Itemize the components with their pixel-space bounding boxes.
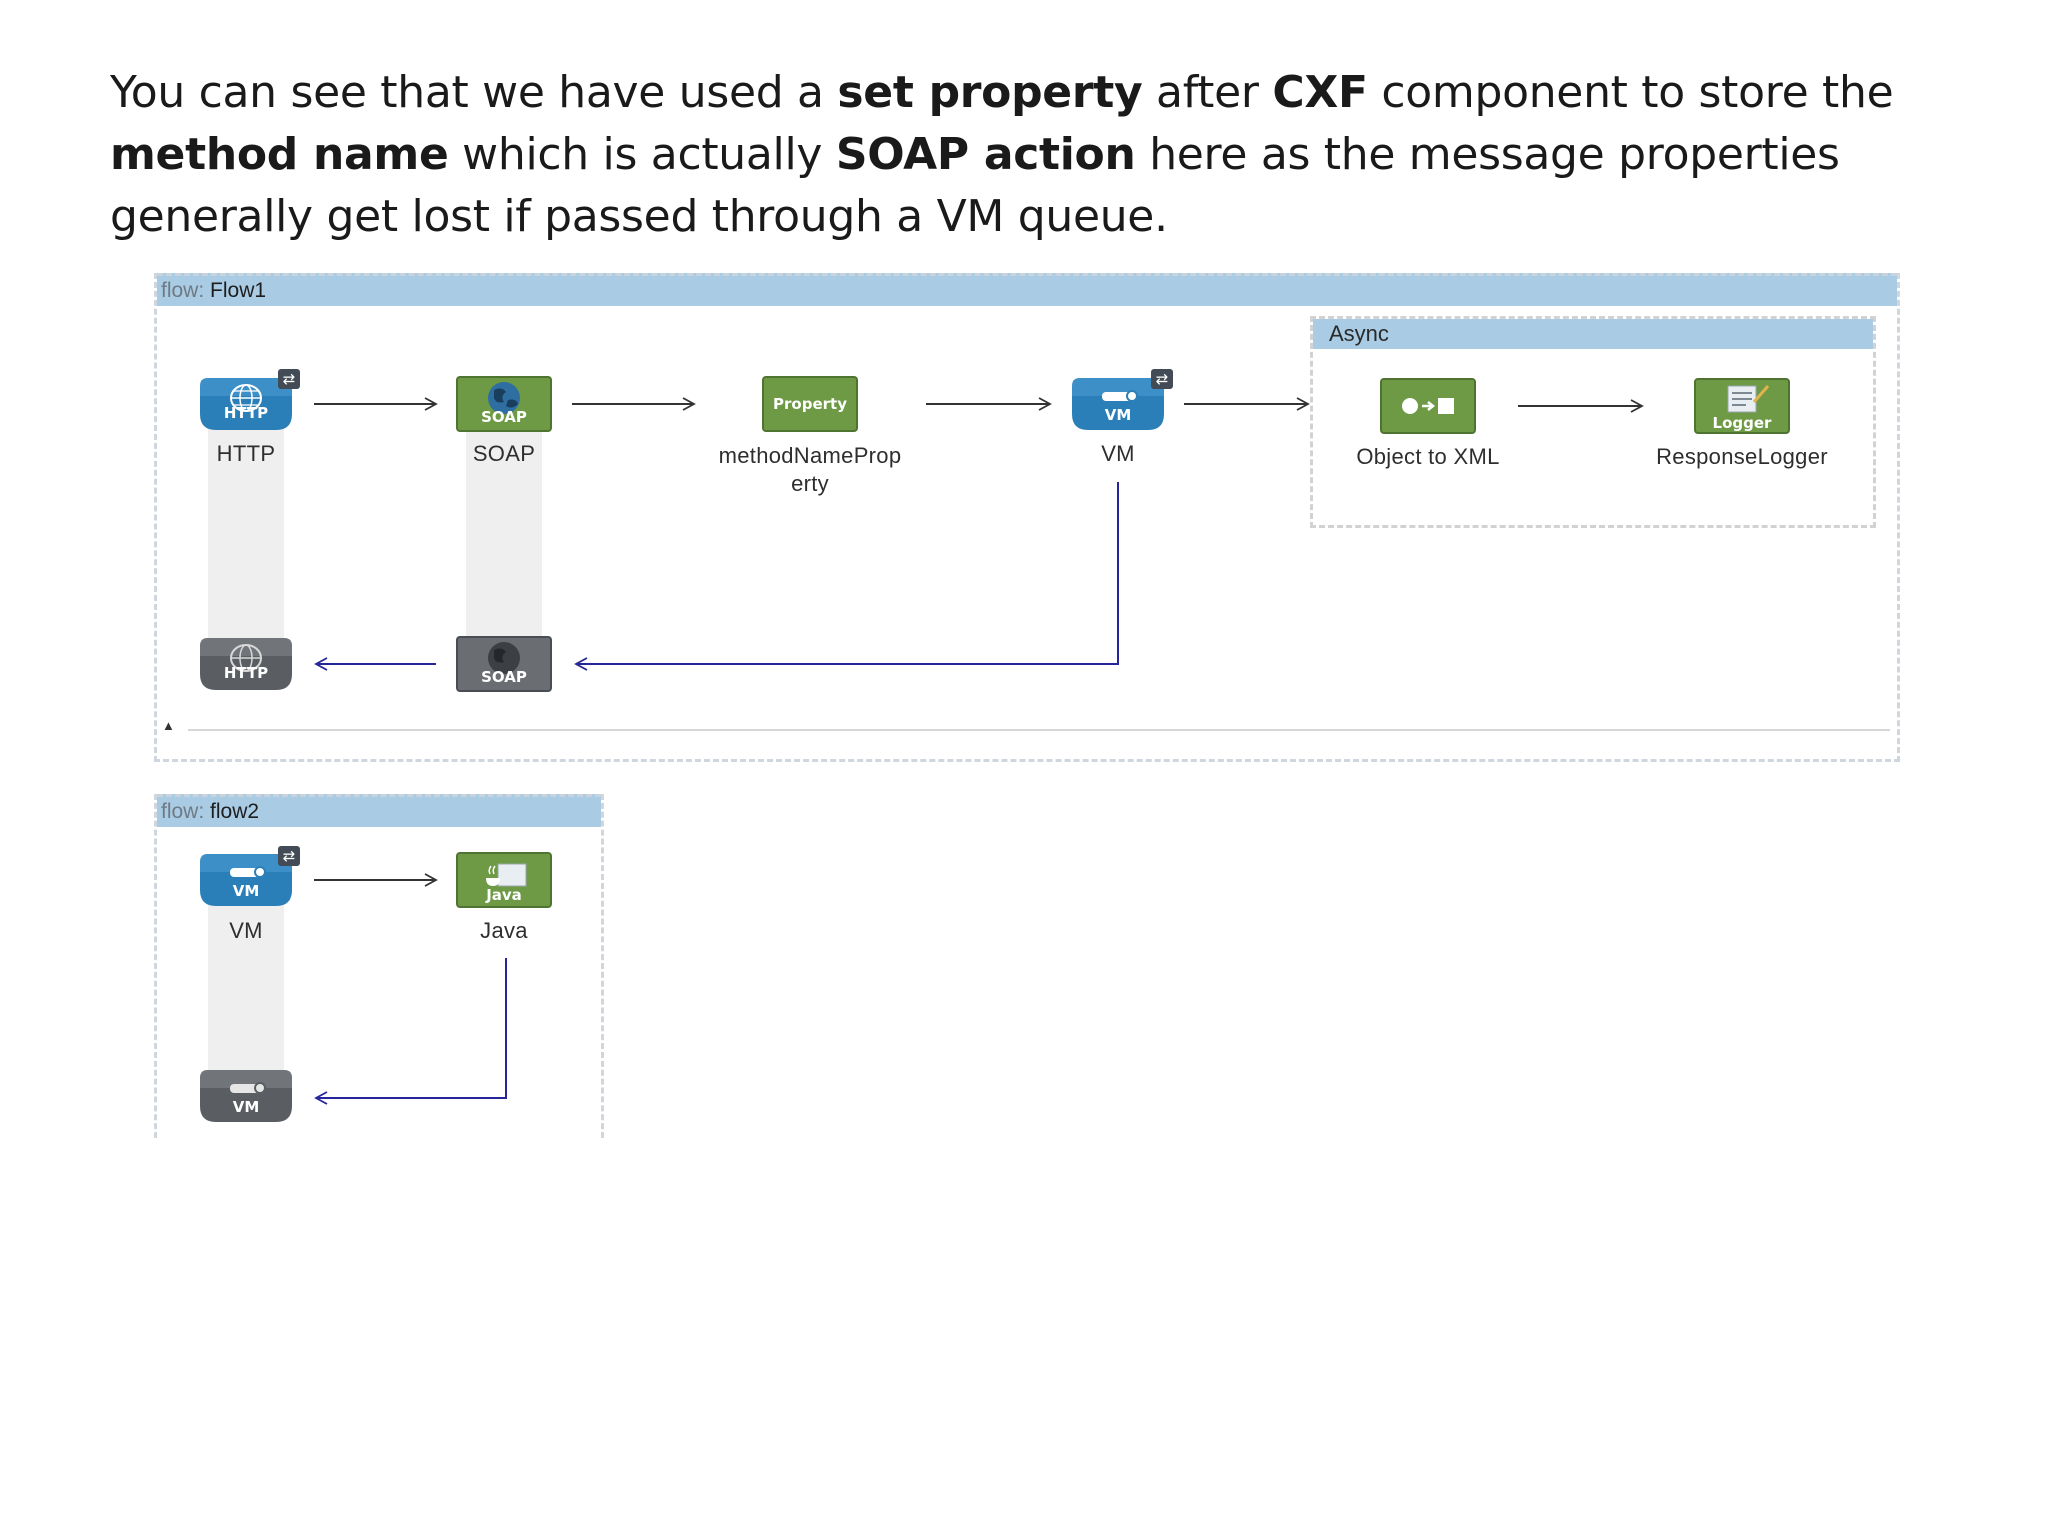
response-logger-label: ResponseLogger [1656,444,1828,469]
response-logger[interactable]: Logger [1694,378,1790,434]
vm-pipe-icon: VM [1072,378,1164,430]
globe-icon: SOAP [456,376,552,432]
vm-label: VM [1101,441,1135,466]
flow1-name: Flow1 [210,279,267,302]
soap-label: SOAP [472,441,536,466]
object-to-xml-label: Object to XML [1356,444,1500,469]
globe-icon: HTTP [200,638,292,690]
slide-paragraph: You can see that we have used a set prop… [110,62,1990,248]
http-label: HTTP [216,441,276,466]
async-scope[interactable]: Async [1310,316,1876,528]
flow1-header[interactable]: flow: Flow1 [157,273,1897,306]
http-lane [208,400,284,638]
emphasis-text: set property [837,67,1143,118]
flow-keyword: flow: [161,279,205,302]
vm-inbound-label: VM [229,918,263,943]
emphasis-text: method name [110,129,449,180]
set-property-component[interactable]: Property [762,376,858,432]
http-response-endpoint[interactable]: HTTP [198,636,294,692]
vm-inbound-endpoint[interactable]: VM [198,852,294,908]
vm-response-badge: VM [233,1098,260,1116]
vm-response-endpoint[interactable]: VM [198,1068,294,1124]
vm-lane [208,880,284,1070]
logger-icon: Logger [1694,378,1790,434]
java-icon: Java [456,852,552,908]
collapse-icon[interactable]: ▲ [162,718,175,733]
emphasis-text: SOAP action [835,129,1136,180]
flow-keyword: flow: [161,800,205,823]
exchange-pattern-icon[interactable]: ⇄ [278,846,300,866]
async-header: Async [1313,319,1873,349]
java-label: Java [480,918,528,943]
logger-badge: Logger [1713,414,1773,432]
soap-response-component[interactable]: SOAP [456,636,552,692]
property-label-line2: erty [791,471,829,496]
property-label-line1: methodNameProp [718,443,902,468]
exchange-pattern-icon[interactable]: ⇄ [278,369,300,389]
vm-outbound-endpoint[interactable]: VM [1070,376,1166,432]
vm-badge: VM [1105,406,1132,424]
exchange-pattern-icon[interactable]: ⇄ [1151,369,1173,389]
body-text: after [1142,67,1273,118]
globe-icon: SOAP [456,636,552,692]
soap-response-badge: SOAP [481,668,527,686]
soap-badge: SOAP [481,408,527,426]
flow2-return-java-vm [314,958,507,1105]
vm-inbound-badge: VM [233,882,260,900]
property-badge: Property [773,395,847,413]
flow2-name: flow2 [210,800,260,823]
soap-component[interactable]: SOAP [456,376,552,432]
object-to-xml-transformer[interactable] [1380,378,1476,434]
java-component[interactable]: Java [456,852,552,908]
vm-pipe-icon: VM [200,854,292,906]
http-endpoint[interactable]: HTTP [198,376,294,432]
body-text: which is actually [448,129,836,180]
flow2-container: flow: flow2 [154,794,604,1138]
http-response-badge: HTTP [224,664,268,682]
flow2-header[interactable]: flow: flow2 [157,794,601,827]
vm-pipe-icon: VM [200,1070,292,1122]
flow1-container: flow: Flow1 [154,273,1900,762]
object-to-xml-icon [1380,378,1476,434]
flow1-return-vm-soap [574,482,1119,671]
body-text: here as the message properties generally… [110,129,1840,242]
http-badge: HTTP [224,404,268,422]
body-text: component to store the [1367,67,1894,118]
soap-lane [466,400,542,638]
java-badge: Java [485,886,522,904]
globe-icon: HTTP [200,378,292,430]
emphasis-text: CXF [1272,67,1368,118]
body-text: You can see that we have used a [110,67,838,118]
